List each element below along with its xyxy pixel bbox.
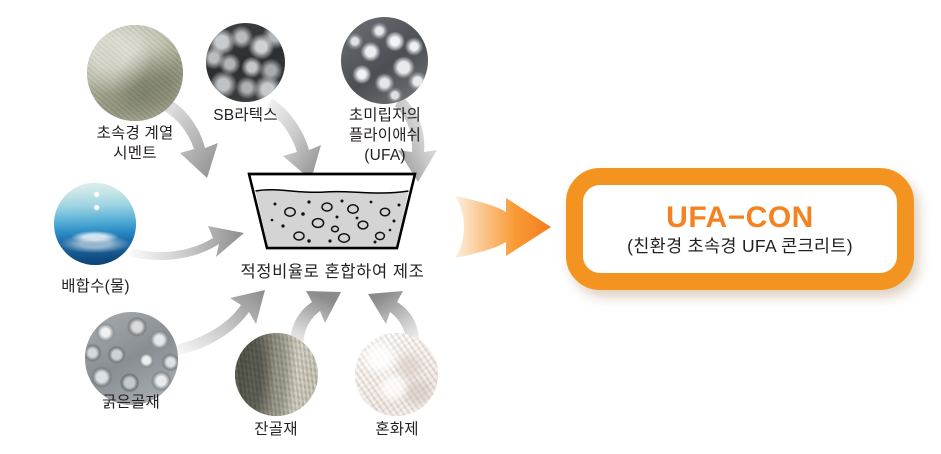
mixer-caption: 적정비율로 혼합하여 제조 [240,263,425,281]
fine-aggregate-photo [235,333,318,416]
gray-flow-arrow-water [129,226,244,260]
ingredient-coarse-aggregate-label: 굵은골재 [102,394,160,411]
ingredient-ufa-label: 초미립자의 플라이애쉬 (UFA) [348,107,422,164]
ingredient-admixture-label: 혼화제 [375,421,419,438]
ingredient-water-label: 배합수(물) [61,278,130,295]
ingredient-sb-latex-label: SB라텍스 [213,107,278,124]
rapid-hardening-cement-photo [87,25,183,121]
coarse-aggregate-photo [85,312,178,405]
mixing-water-photo [54,183,136,265]
ingredient-fine-aggregate-label: 잔골재 [254,421,298,438]
result-subtitle: (친환경 초속경 UFA 콘크리트) [627,236,853,256]
ultra-fine-fly-ash-photo [341,17,428,104]
result-box: UFA−CON (친환경 초속경 UFA 콘크리트) [566,168,914,290]
result-title: UFA−CON [666,201,814,234]
mixing-vessel-illustration [247,172,417,250]
chemical-admixture-photo [355,333,438,416]
ingredient-cement-label: 초속경 계열 시멘트 [96,125,174,162]
sb-latex-photo [206,23,285,102]
